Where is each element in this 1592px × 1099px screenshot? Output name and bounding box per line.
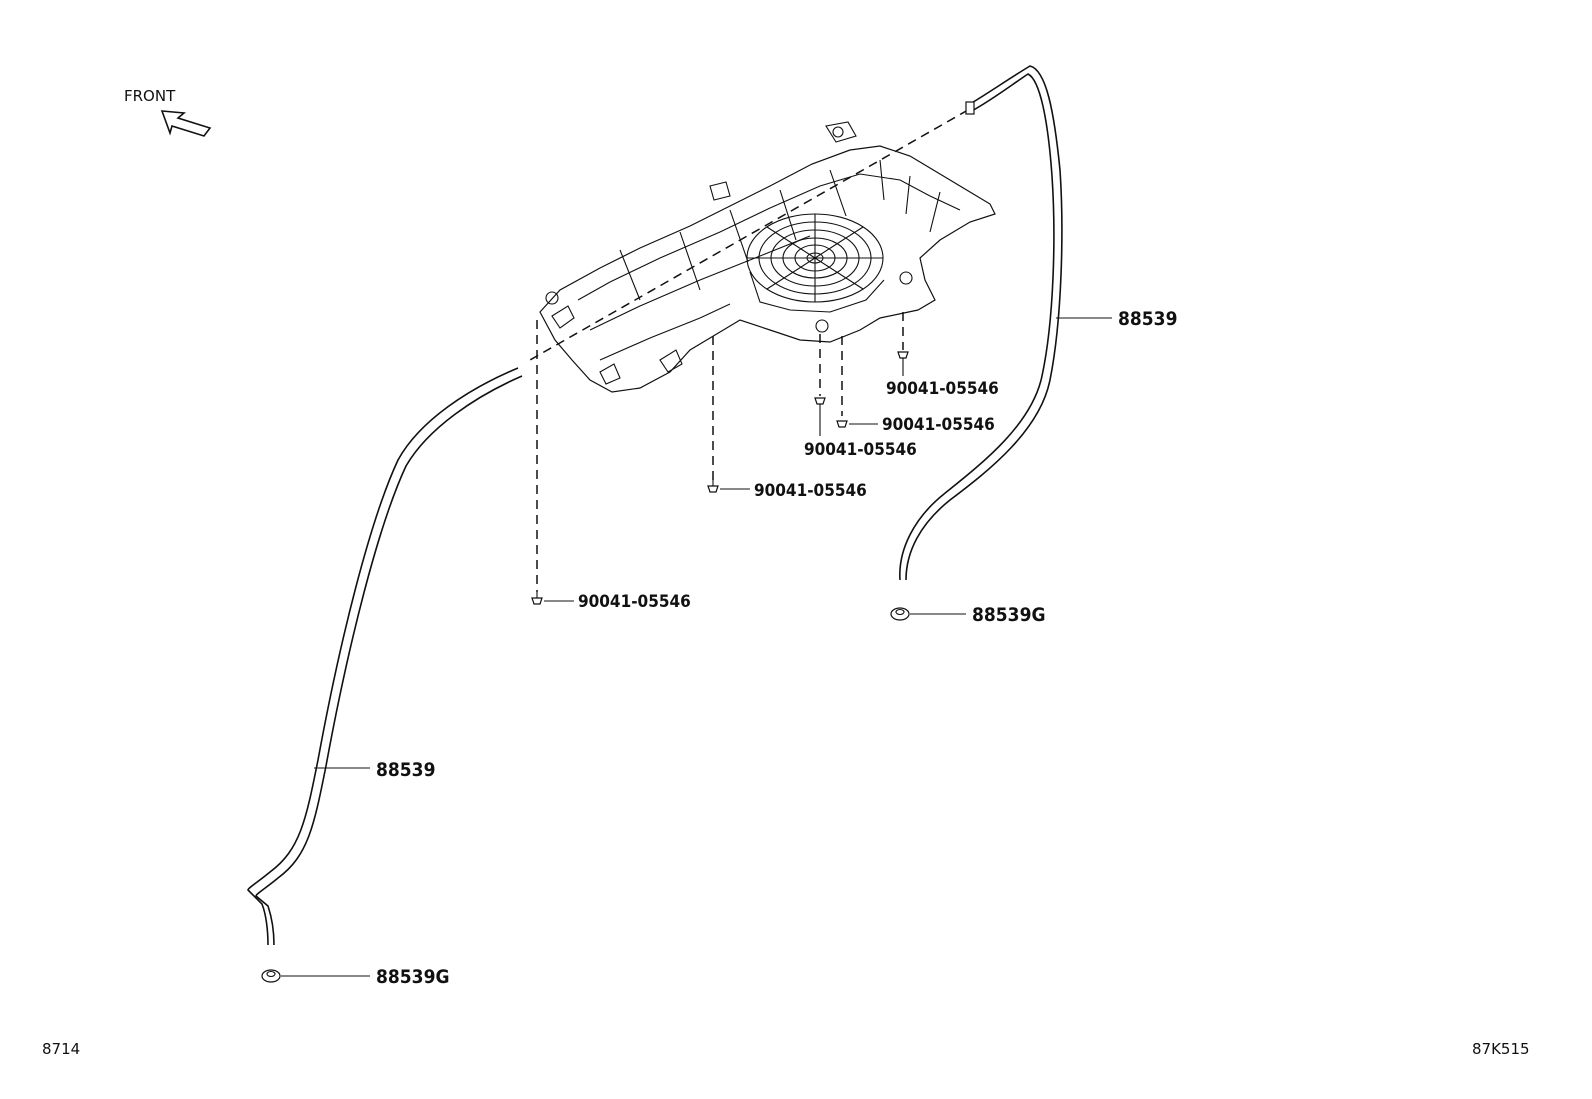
screw-4-label: 90041-05546 [882, 415, 995, 435]
hose-right-label: 88539 [1118, 308, 1177, 330]
grommet-right-label: 88539G [972, 604, 1046, 626]
hose-left-label: 88539 [376, 759, 435, 781]
fan-grille [746, 213, 885, 313]
front-arrow-icon [160, 110, 212, 137]
front-indicator: FRONT [124, 87, 212, 137]
footer-right-code: 87K515 [1472, 1040, 1530, 1058]
screw-5: 90041-05546 [886, 312, 999, 399]
main-assembly [539, 121, 996, 393]
screw-3-label: 90041-05546 [804, 440, 917, 460]
screw-2: 90041-05546 [707, 336, 867, 501]
screw-3: 90041-05546 [804, 334, 917, 460]
screw-5-label: 90041-05546 [886, 379, 999, 399]
hose-left: 88539 [247, 367, 523, 946]
screw-1: 90041-05546 [531, 320, 691, 612]
grommet-left: 88539G [261, 966, 450, 988]
footer-left-code: 8714 [42, 1040, 80, 1058]
grommet-left-label: 88539G [376, 966, 450, 988]
front-label: FRONT [124, 87, 176, 105]
grommet-right: 88539G [890, 604, 1046, 626]
screw-4: 90041-05546 [836, 336, 995, 435]
hose-right: 88539 [899, 65, 1177, 581]
screw-2-label: 90041-05546 [754, 481, 867, 501]
screw-1-label: 90041-05546 [578, 592, 691, 612]
